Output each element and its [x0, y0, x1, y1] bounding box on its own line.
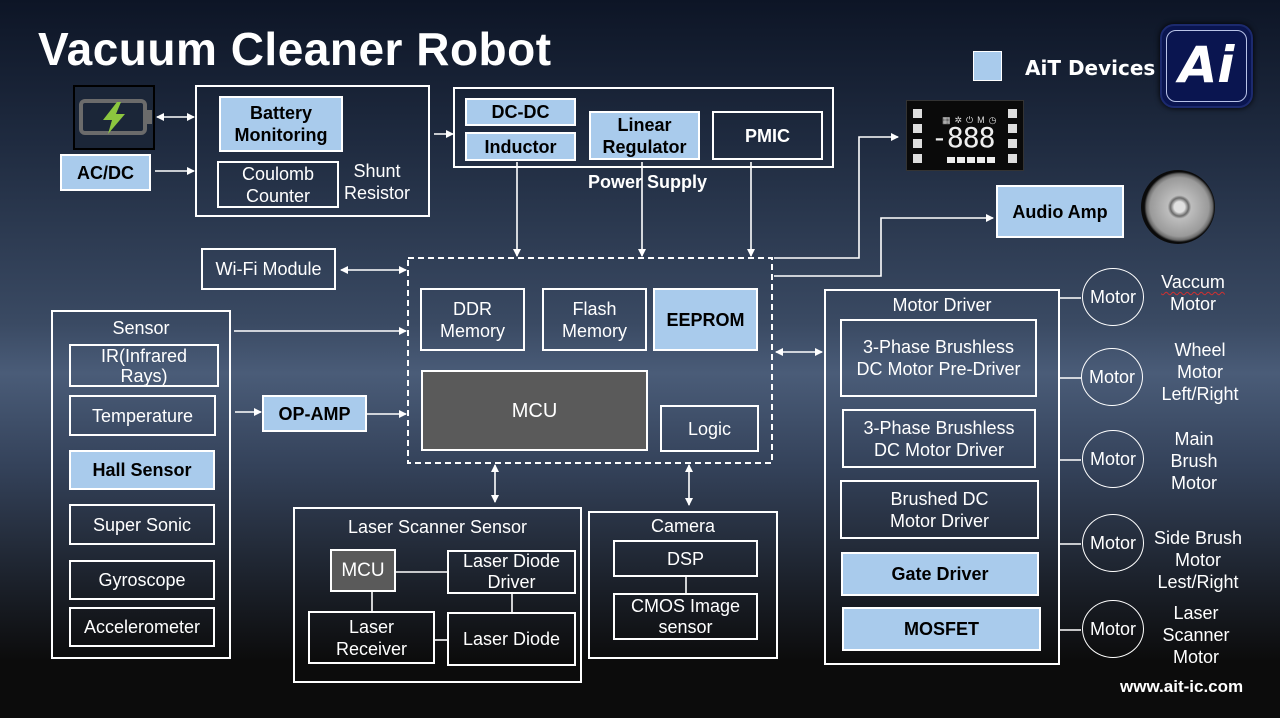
main-brush-motor-circle: Motor: [1082, 430, 1144, 488]
battery-monitoring-block: Battery Monitoring: [219, 96, 343, 152]
laser-scanner-motor-label: Laser Scanner Motor: [1150, 602, 1242, 668]
coulomb-counter-block: Coulomb Counter: [217, 161, 339, 208]
main-brush-motor-label: Main Brush Motor: [1152, 428, 1236, 494]
sensor-hall: Hall Sensor: [69, 450, 215, 490]
mosfet-block: MOSFET: [842, 607, 1041, 651]
audio-amp-block: Audio Amp: [996, 185, 1124, 238]
ddr-memory-block: DDR Memory: [420, 288, 525, 351]
camera-title: Camera: [650, 516, 716, 536]
sensor-super-sonic: Super Sonic: [69, 504, 215, 545]
wifi-module-block: Wi-Fi Module: [201, 248, 336, 290]
sensor-accelerometer: Accelerometer: [69, 607, 215, 647]
wheel-motor-label-rest: Motor Left/Right: [1161, 362, 1239, 404]
sensor-ir: IR(Infrared Rays): [69, 344, 219, 387]
flash-memory-block: Flash Memory: [542, 288, 647, 351]
vacuum-motor-label: Vaccum Motor: [1148, 271, 1238, 315]
sensor-group: Sensor: [51, 310, 231, 659]
laser-mcu-block: MCU: [330, 549, 396, 592]
laser-scanner-group: Laser Scanner Sensor: [293, 507, 582, 683]
wheel-motor-label: Wheel Motor Left/Right: [1154, 339, 1246, 405]
gate-driver-block: Gate Driver: [841, 552, 1039, 596]
side-brush-motor-circle: Motor: [1082, 514, 1144, 572]
logo-text: Ai: [1178, 36, 1235, 94]
main-brush-motor-label-rest: Brush Motor: [1170, 451, 1218, 493]
mcu-block: MCU: [421, 370, 648, 451]
controller-to-audio-link: [774, 214, 994, 277]
sensor-temperature: Temperature: [69, 395, 216, 436]
bldc-pre-driver-block: 3-Phase Brushless DC Motor Pre-Driver: [840, 319, 1037, 397]
vacuum-motor-label-rest: Motor: [1169, 294, 1216, 314]
battery-charging-icon: [73, 85, 155, 150]
laser-diode-block: Laser Diode: [447, 612, 576, 666]
pmic-block: PMIC: [712, 111, 823, 160]
power-supply-label: Power Supply: [587, 172, 708, 192]
bldc-driver-block: 3-Phase Brushless DC Motor Driver: [842, 409, 1036, 468]
side-brush-motor-label-rest: Motor Lest/Right: [1157, 550, 1239, 592]
linear-regulator-block: Linear Regulator: [589, 111, 700, 160]
laser-receiver-block: Laser Receiver: [308, 611, 435, 664]
laser-scanner-motor-circle: Motor: [1082, 600, 1144, 658]
eeprom-block: EEPROM: [653, 288, 758, 351]
motor-driver-title: Motor Driver: [892, 295, 992, 315]
laser-diode-driver-block: Laser Diode Driver: [447, 550, 576, 594]
dsp-block: DSP: [613, 540, 758, 577]
legend-swatch: [973, 51, 1002, 81]
inductor-block: Inductor: [465, 132, 576, 161]
laser-scanner-motor-label-rest: Scanner Motor: [1162, 625, 1230, 667]
main-brush-motor-label-line1: Main: [1174, 429, 1214, 449]
lcd-display-icon: ▦✲⏻M◷ -888: [906, 100, 1024, 171]
cmos-image-sensor-block: CMOS Image sensor: [613, 593, 758, 640]
wheel-motor-circle: Motor: [1081, 348, 1143, 406]
ac-dc-block: AC/DC: [60, 154, 151, 191]
battery-group: [195, 85, 430, 217]
op-amp-block: OP-AMP: [262, 395, 367, 432]
laser-scanner-title: Laser Scanner Sensor: [347, 517, 528, 537]
sensor-gyroscope: Gyroscope: [69, 560, 215, 600]
vacuum-motor-label-line1: Vaccum: [1161, 272, 1225, 292]
side-brush-motor-label: Side Brush Motor Lest/Right: [1148, 527, 1248, 593]
camera-group: Camera: [588, 511, 778, 659]
side-brush-motor-label-line1: Side Brush: [1153, 528, 1243, 548]
shunt-resistor-label: Shunt Resistor: [343, 161, 410, 203]
laser-scanner-motor-label-line1: Laser: [1173, 603, 1219, 623]
speaker-icon: [1141, 170, 1215, 244]
logic-block: Logic: [660, 405, 759, 452]
dc-dc-block: DC-DC: [465, 98, 576, 126]
motor-driver-group: Motor Driver: [824, 289, 1060, 665]
vacuum-motor-circle: Motor: [1082, 268, 1144, 326]
legend-label: AiT Devices: [1025, 56, 1156, 80]
sensor-title: Sensor: [112, 318, 170, 338]
power-supply-group: [453, 87, 834, 168]
ait-logo-icon: Ai: [1160, 24, 1253, 108]
page-title: Vacuum Cleaner Robot: [38, 23, 552, 75]
website-link[interactable]: www.ait-ic.com: [1120, 677, 1244, 696]
wheel-motor-label-line1: Wheel: [1174, 340, 1226, 360]
brushed-dc-driver-block: Brushed DC Motor Driver: [840, 480, 1039, 539]
